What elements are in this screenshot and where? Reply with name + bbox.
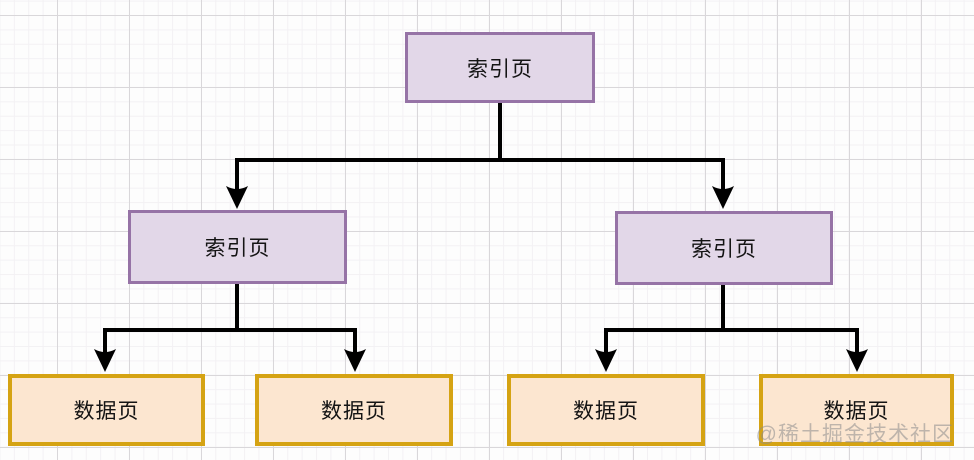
node-label: 数据页 [573, 400, 639, 423]
node-index-left: 索引页 [128, 210, 347, 284]
watermark: @稀土掘金技术社区 [755, 423, 954, 446]
edge-root-fork [235, 158, 725, 198]
arrowhead-icon [712, 186, 734, 209]
arrowhead-icon [595, 349, 617, 372]
node-label: 数据页 [823, 400, 890, 423]
arrowhead-icon [344, 349, 366, 372]
node-label: 数据页 [321, 400, 387, 423]
arrowhead-icon [94, 349, 116, 372]
arrowhead-icon [846, 349, 868, 372]
node-data-2: 数据页 [255, 374, 453, 446]
edge-right-fork [604, 328, 859, 360]
node-index-right: 索引页 [615, 211, 833, 285]
node-label: 数据页 [73, 400, 140, 423]
node-data-1: 数据页 [8, 374, 205, 446]
node-data-4: 数据页 [759, 374, 954, 446]
edge-left-fork [103, 328, 357, 360]
node-label: 索引页 [691, 238, 757, 261]
node-index-root: 索引页 [405, 32, 595, 103]
node-label: 索引页 [467, 57, 533, 81]
node-data-3: 数据页 [507, 374, 705, 446]
node-label: 索引页 [204, 237, 271, 260]
arrowhead-icon [226, 186, 248, 209]
